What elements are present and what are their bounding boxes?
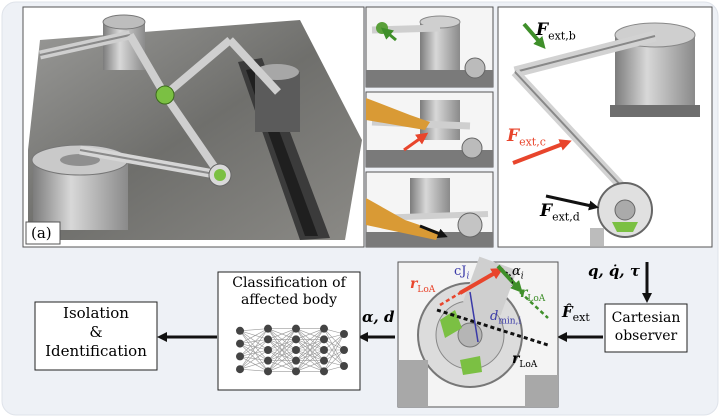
nn-edge (295, 328, 325, 351)
nn-node (292, 356, 300, 365)
nn-edge (239, 356, 269, 361)
nn-node (320, 335, 328, 344)
nn-edge (239, 368, 269, 372)
nn-edge (239, 343, 269, 361)
nn-edge (295, 360, 325, 372)
nn-node (340, 346, 348, 354)
nn-edge (267, 339, 297, 372)
force-d-label: Fext,d (540, 201, 580, 224)
input-signals-label: q, q̇, τ (588, 262, 640, 280)
observer-box (604, 303, 688, 353)
nn-edge (267, 328, 297, 361)
nn-node (236, 326, 244, 335)
nn-edge (239, 330, 269, 361)
photo-d (365, 171, 494, 248)
nn-edge (239, 328, 269, 344)
nn-node (292, 324, 300, 333)
photo-b (365, 6, 494, 88)
nn-edge (267, 328, 297, 351)
cj-label: cJi (454, 264, 470, 282)
nn-node (264, 324, 272, 333)
nn-node (292, 346, 300, 354)
nn-edge (323, 349, 345, 367)
nn-node (264, 356, 272, 365)
observer-text: Cartesian observer (611, 310, 681, 344)
r-loa-black-label: rLoA (512, 351, 538, 370)
r-loa-green-label: rLoA (520, 285, 546, 304)
nn-edge (239, 328, 269, 370)
nn-node (264, 367, 272, 376)
neural-network (236, 324, 348, 376)
r-loa-red-label: rLoA (410, 276, 436, 295)
nn-edge (295, 339, 325, 372)
nn-edge (239, 339, 269, 344)
nn-edge (239, 360, 269, 370)
nn-node (340, 362, 348, 370)
nn-edge (295, 328, 325, 372)
nn-edge (323, 328, 345, 351)
schematic-panel (497, 6, 713, 248)
nn-edge (323, 333, 345, 372)
nn-node (236, 365, 244, 374)
nn-node (320, 367, 328, 376)
photo-c (365, 91, 494, 168)
nn-node (320, 356, 328, 365)
nn-edge (239, 330, 269, 340)
nn-node (320, 324, 328, 333)
nn-edge (323, 333, 345, 351)
nn-edge (267, 349, 297, 372)
main-photo (22, 6, 365, 248)
nn-edge (239, 328, 269, 357)
zoom-photo (397, 256, 559, 408)
nn-node (236, 352, 244, 361)
nn-node (292, 367, 300, 376)
alpha-label: αi (512, 264, 524, 282)
nn-node (340, 330, 348, 338)
nn-edge (239, 339, 269, 357)
isolation-text: Isolation & Identification (45, 304, 147, 360)
force-b-label: Fext,b (536, 20, 576, 43)
nn-edge (323, 349, 345, 372)
nn-edge (239, 356, 269, 372)
nn-edge (239, 330, 269, 351)
nn-edge (239, 343, 269, 372)
nn-node (320, 346, 328, 354)
nn-edge (295, 328, 325, 340)
nn-edge (239, 349, 269, 357)
nn-edge (267, 360, 297, 372)
nn-edge (239, 349, 269, 370)
nn-node (264, 346, 272, 354)
classifier-title: Classification of affected body (232, 275, 346, 308)
nn-node (264, 335, 272, 344)
nn-edge (295, 328, 325, 361)
nn-edge (239, 339, 269, 370)
nn-node (292, 335, 300, 344)
dmin-label: dmin,i (490, 309, 522, 327)
nn-node (236, 339, 244, 348)
nn-edge (295, 349, 325, 372)
observer-output-label: F̂ext (562, 303, 590, 324)
classifier-box (217, 271, 361, 391)
classifier-output-label: α, d (362, 308, 395, 326)
nn-edge (267, 328, 297, 340)
force-c-label: Fext,c (507, 126, 546, 149)
nn-edge (267, 328, 297, 372)
nn-edge (239, 343, 269, 351)
nn-edge (239, 328, 269, 332)
nn-edge (239, 330, 269, 372)
isolation-box (34, 301, 158, 371)
nn-edge (323, 333, 345, 361)
panel-label: (a) (31, 224, 52, 242)
